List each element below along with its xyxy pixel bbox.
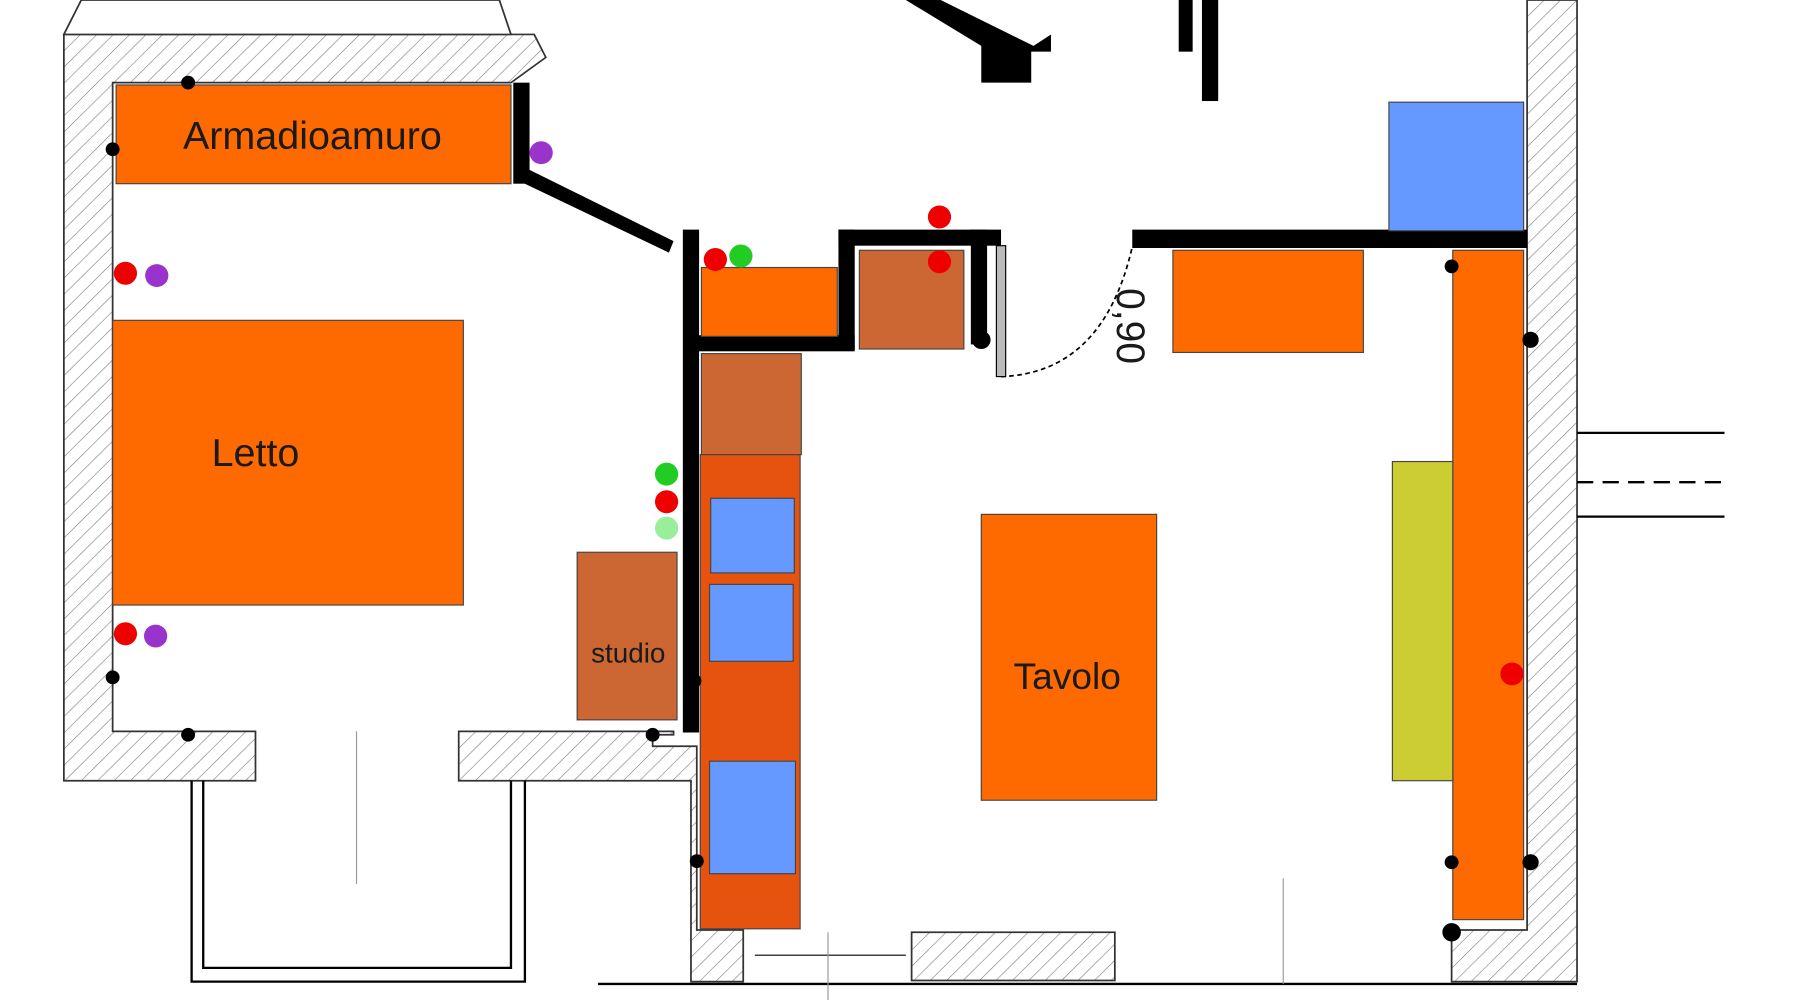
cabinet-brown-top[interactable]: [858, 249, 965, 350]
red-dot: [927, 250, 952, 274]
fridge[interactable]: [1388, 101, 1525, 232]
green-dot: [729, 244, 753, 268]
purple-dot: [529, 141, 553, 165]
blue-box-1[interactable]: [710, 497, 795, 574]
blue-box-2[interactable]: [708, 583, 794, 662]
study-label: studio: [591, 638, 665, 669]
furniture: [112, 84, 1525, 930]
red-dot: [1500, 662, 1524, 686]
purple-dot: [144, 624, 168, 648]
kitchen-cabinet[interactable]: [1172, 249, 1364, 354]
interior-walls: [513, 0, 1528, 733]
electrical-points: [113, 141, 1524, 686]
study-desk[interactable]: [576, 551, 678, 721]
black-points: [105, 75, 1539, 942]
door-leaf: [995, 245, 1007, 378]
red-dot: [703, 247, 727, 271]
wardrobe[interactable]: [115, 84, 512, 185]
green-dot: [654, 462, 679, 486]
red-dot: [927, 205, 952, 229]
cabinet-brown-left[interactable]: [700, 353, 802, 456]
door-width-label: 0,90: [1108, 288, 1152, 364]
bed-label: Letto: [212, 431, 300, 475]
purple-dot: [145, 264, 169, 288]
exterior-lines: [598, 431, 1725, 1000]
bed[interactable]: [112, 319, 464, 606]
wardrobe-label: Armadioamuro: [183, 114, 442, 158]
table-label: Tavolo: [1014, 656, 1121, 697]
blue-box-3[interactable]: [708, 760, 797, 875]
light-green-dot: [654, 516, 679, 540]
red-dot: [113, 622, 138, 646]
kitchen-counter[interactable]: [1452, 249, 1525, 921]
cabinet-small[interactable]: [700, 266, 838, 337]
door-swing: [1001, 246, 1134, 378]
exterior-walls: [62, 0, 1578, 983]
dining-table[interactable]: [980, 513, 1158, 801]
red-dot: [113, 261, 138, 285]
yellow-unit[interactable]: [1391, 460, 1454, 782]
red-dot: [654, 490, 679, 514]
balcony: [190, 731, 527, 983]
